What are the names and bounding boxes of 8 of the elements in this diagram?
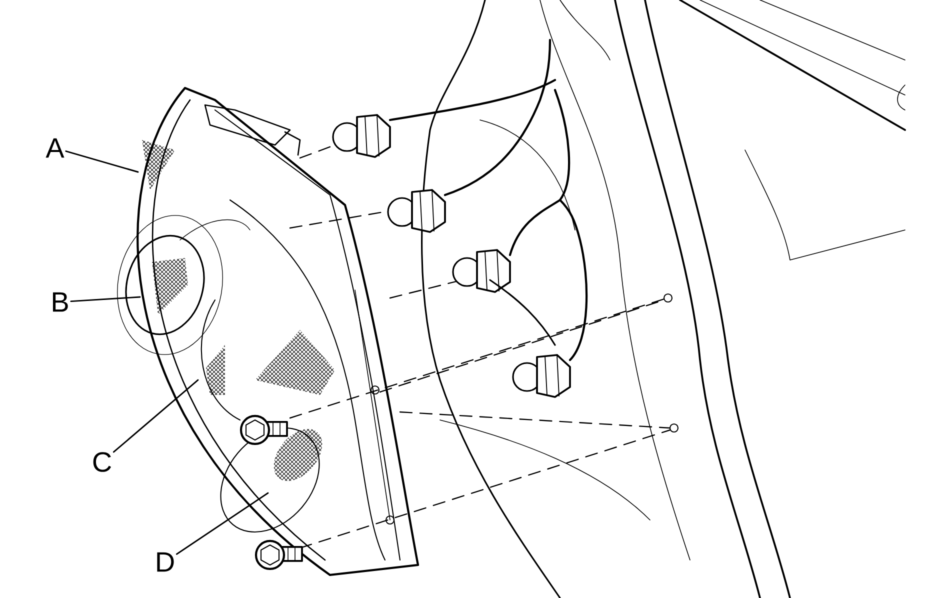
leader-line [70,296,141,302]
callout-letter: B [52,292,68,312]
callout-letter: A [46,138,64,158]
leader-line [176,492,269,555]
callout-letter: C [93,452,112,472]
leader-line [65,150,139,173]
leader-line [112,379,199,453]
callout-letter: D [157,552,174,572]
